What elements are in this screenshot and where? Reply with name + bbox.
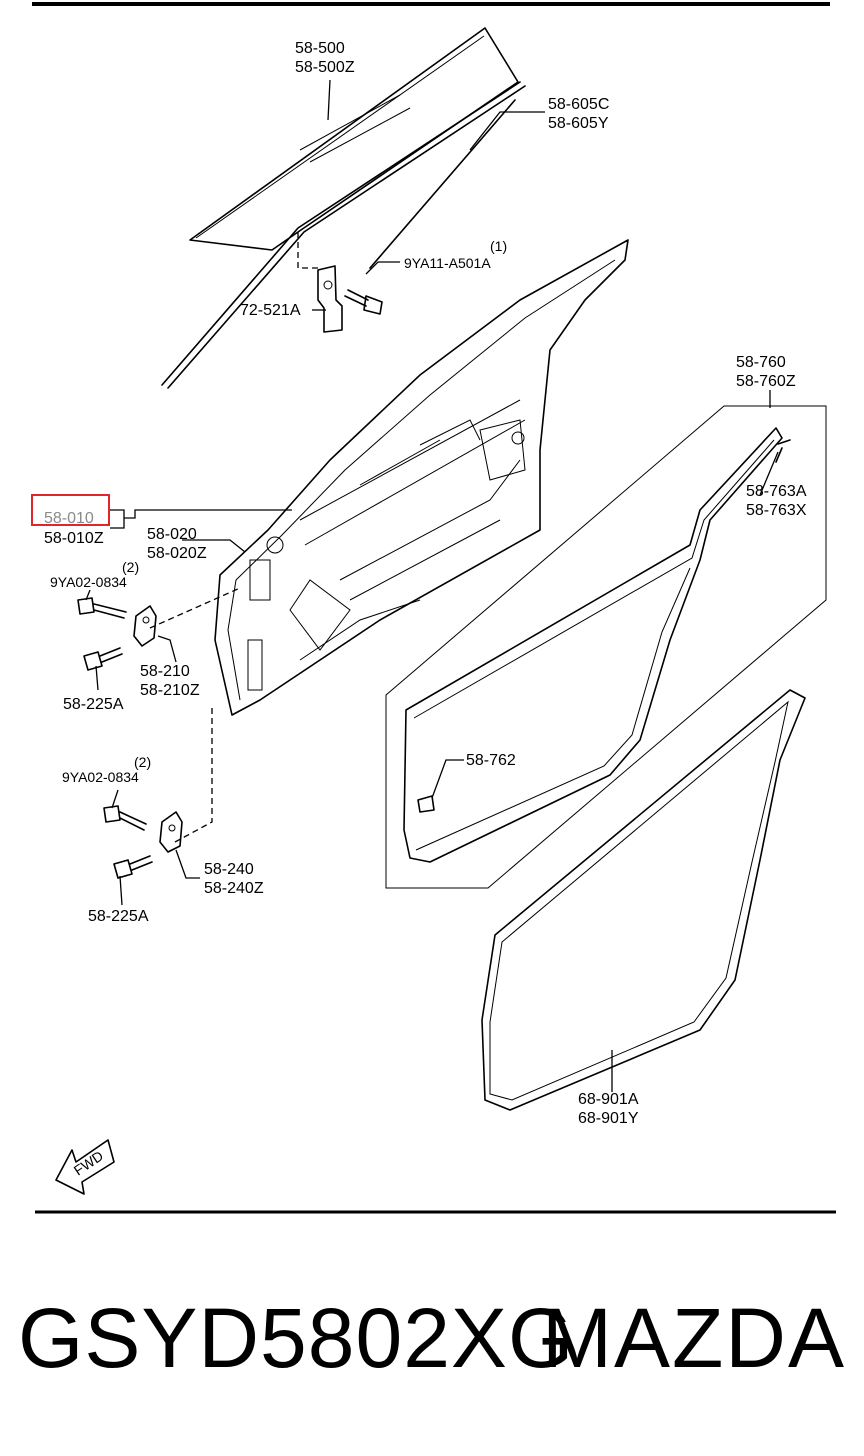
weatherstrip-clip — [417, 795, 435, 813]
hinge-lower-leader — [174, 705, 213, 843]
label-72-521a[interactable]: 72-521A — [240, 302, 301, 319]
label-58-760z[interactable]: 58-760Z — [736, 373, 796, 390]
label-9ya11-a501a[interactable]: 9YA11-A501A — [404, 255, 491, 271]
label-58-225a-upper[interactable]: 58-225A — [63, 696, 124, 713]
label-58-240[interactable]: 58-240 — [204, 861, 254, 878]
label-68-901a[interactable]: 68-901A — [578, 1091, 639, 1108]
front-door-frame — [214, 239, 629, 716]
qty-9ya02-lower: (2) — [134, 754, 151, 770]
label-68-901y[interactable]: 68-901Y — [578, 1110, 639, 1127]
leader-lines — [85, 79, 779, 1092]
lower-hinge-bolts — [103, 805, 153, 879]
label-58-605c[interactable]: 58-605C — [548, 96, 609, 113]
door-glass — [189, 27, 519, 251]
selected-part-highlight — [31, 494, 110, 526]
bracket-leader — [297, 232, 320, 269]
qty-9ya11: (1) — [490, 238, 507, 254]
label-58-225a-lower[interactable]: 58-225A — [88, 908, 149, 925]
label-9ya02-0834-lower[interactable]: 9YA02-0834 — [62, 769, 139, 785]
glass-run-channel — [161, 81, 526, 389]
label-58-010z[interactable]: 58-010Z — [44, 530, 104, 547]
label-58-763a[interactable]: 58-763A — [746, 483, 807, 500]
bolt-9ya11 — [344, 289, 383, 315]
weatherstrip-end-clip — [775, 439, 791, 463]
label-58-605y[interactable]: 58-605Y — [548, 115, 609, 132]
label-9ya02-0834-upper[interactable]: 9YA02-0834 — [50, 574, 127, 590]
label-58-500[interactable]: 58-500 — [295, 40, 345, 57]
brand-name: MAZDA — [542, 1291, 846, 1385]
label-58-763x[interactable]: 58-763X — [746, 502, 807, 519]
part-number: GSYD5802XG — [18, 1291, 575, 1385]
label-58-020z[interactable]: 58-020Z — [147, 545, 207, 562]
label-58-010-selected[interactable]: 58-010 — [44, 510, 94, 527]
upper-hinge — [133, 605, 157, 647]
glass-bracket — [317, 265, 343, 333]
label-58-760[interactable]: 58-760 — [736, 354, 786, 371]
weatherstrip-group-outline — [385, 405, 827, 889]
door-opening-seal — [481, 689, 806, 1111]
label-58-240z[interactable]: 58-240Z — [204, 880, 264, 897]
door-weatherstrip — [403, 427, 783, 863]
qty-9ya02-upper: (2) — [122, 559, 139, 575]
label-58-210[interactable]: 58-210 — [140, 663, 190, 680]
label-58-210z[interactable]: 58-210Z — [140, 682, 200, 699]
upper-hinge-bolts — [77, 597, 127, 671]
label-58-020[interactable]: 58-020 — [147, 526, 197, 543]
label-58-762[interactable]: 58-762 — [466, 752, 516, 769]
fwd-label: FWD — [71, 1147, 106, 1178]
label-58-500z[interactable]: 58-500Z — [295, 59, 355, 76]
fwd-arrow — [55, 1139, 115, 1195]
lower-hinge — [159, 811, 183, 853]
footer: GSYD5802XG MAZDA — [0, 1290, 864, 1410]
hinge-upper-leader — [149, 587, 241, 629]
